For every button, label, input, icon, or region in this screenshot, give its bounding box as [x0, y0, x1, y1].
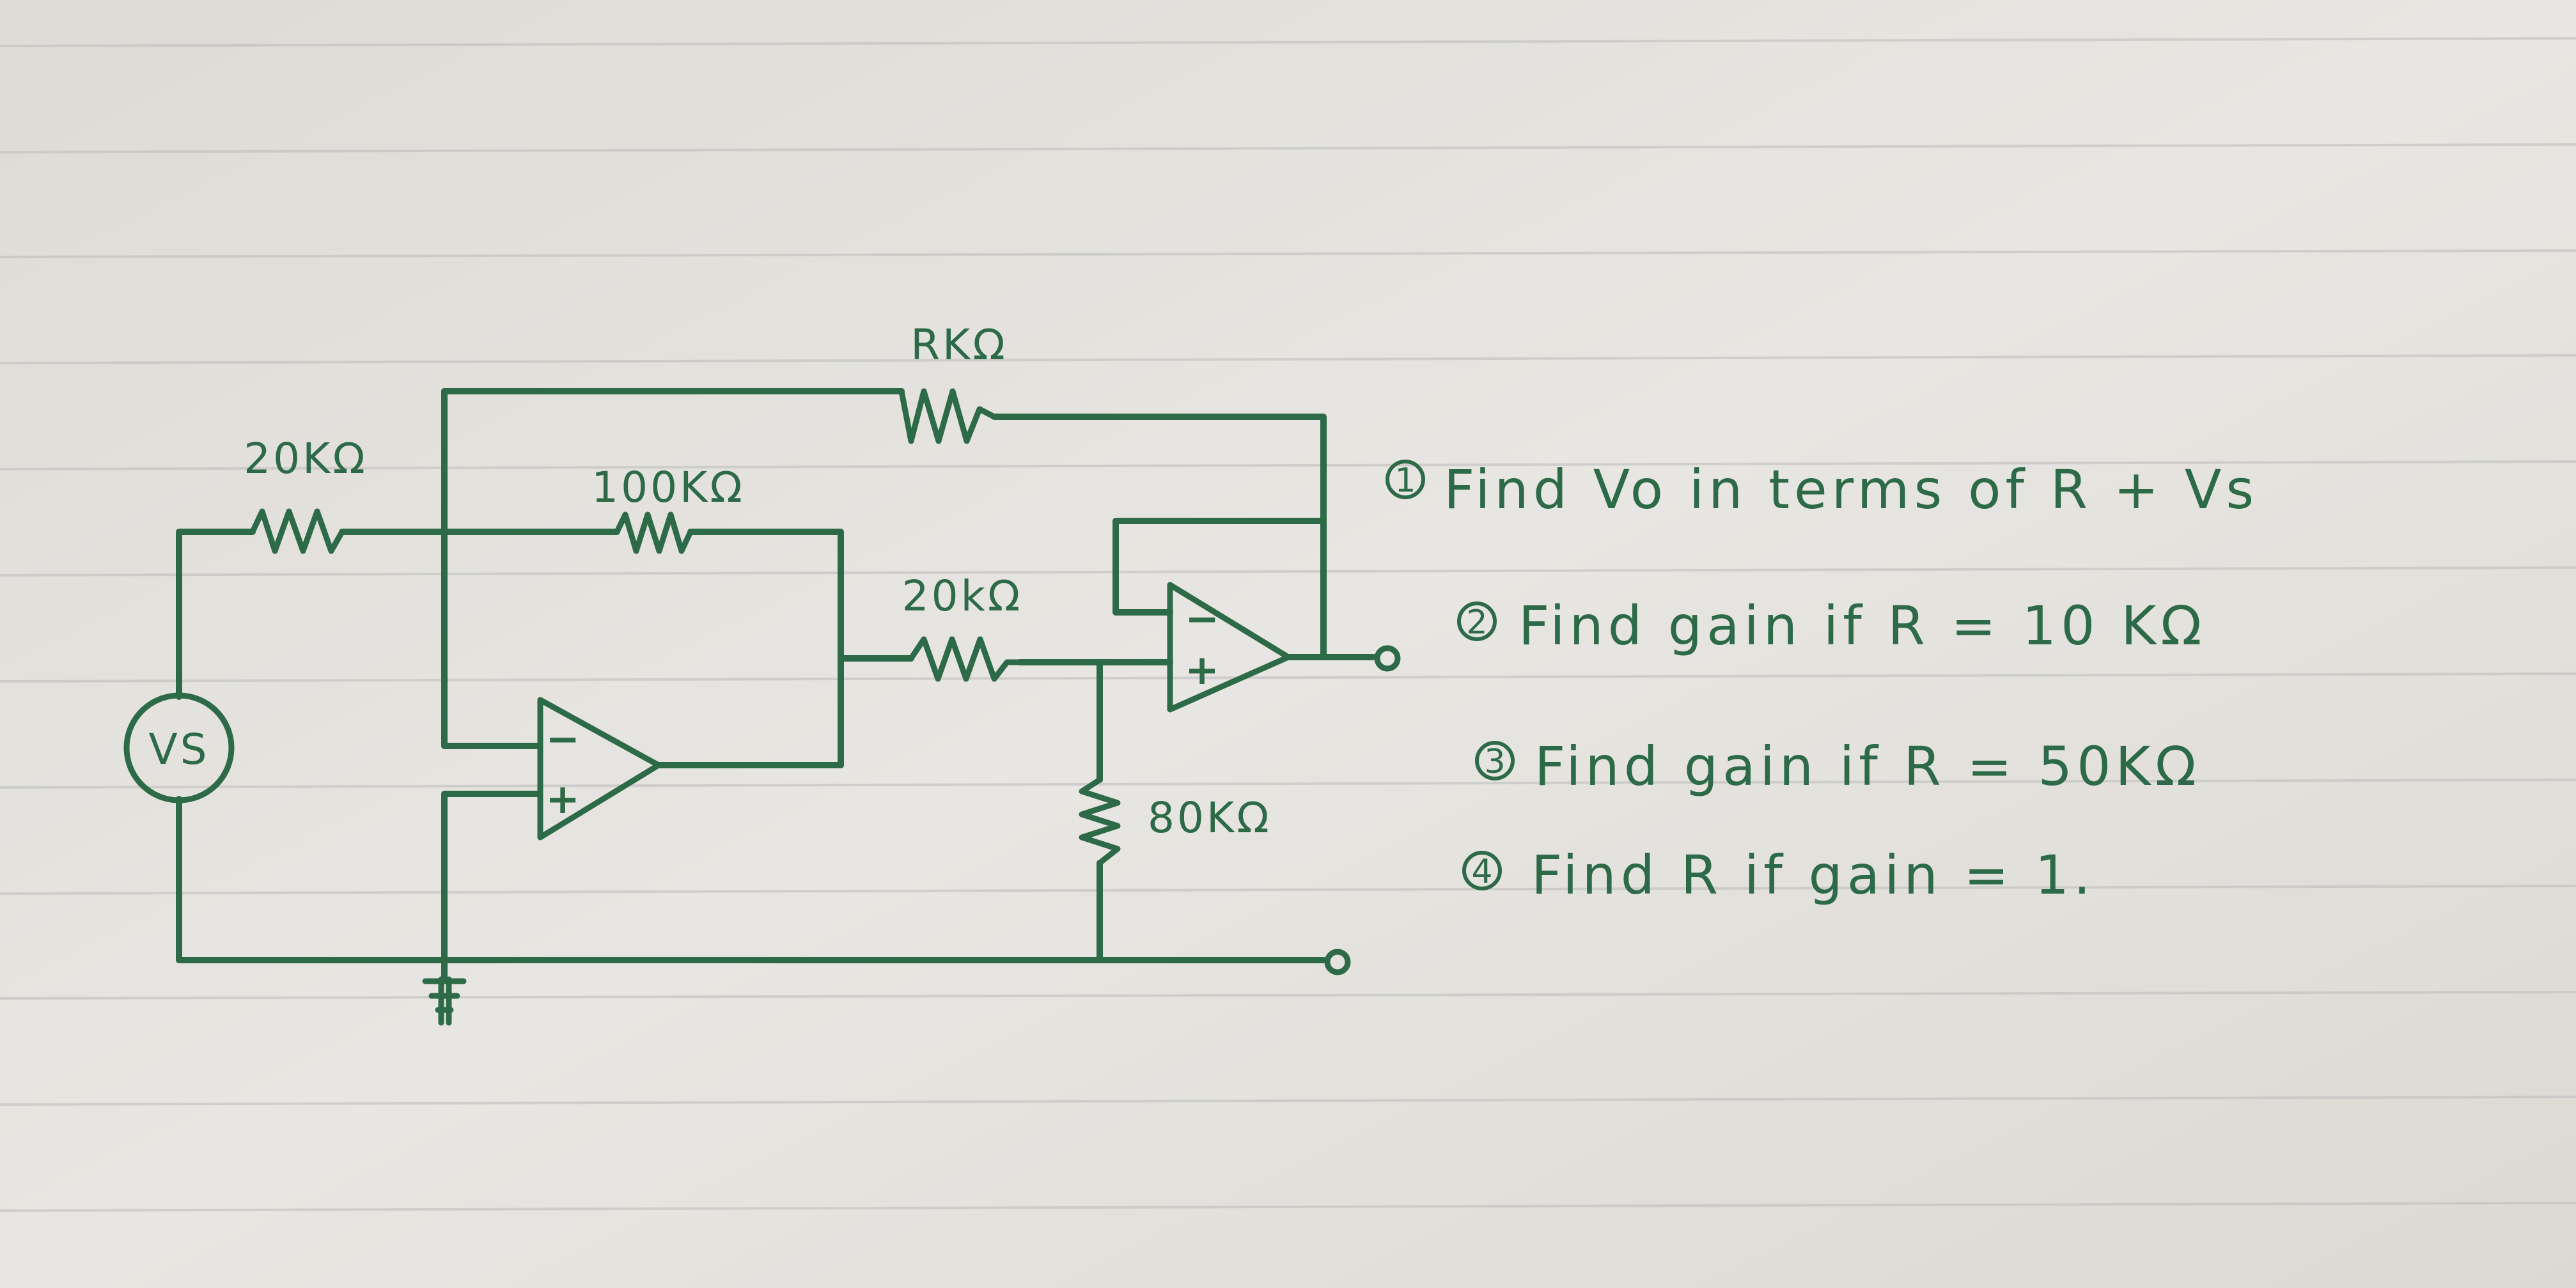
- label-resistor-20k-input: 20KΩ: [244, 434, 368, 483]
- op-amp-1-plus-sign: +: [545, 776, 580, 823]
- question-3-number: 3: [1484, 743, 1505, 781]
- circuit-wires: [176, 388, 1378, 981]
- voltage-source-label: VS: [148, 725, 209, 774]
- op-amp-1-minus-sign: −: [545, 716, 580, 763]
- question-3-text: Find gain if R = 50KΩ: [1534, 735, 2201, 798]
- question-4: 4 Find R if gain = 1.: [1462, 844, 2095, 906]
- ground-symbol: [422, 976, 467, 1026]
- output-terminal-top: [1374, 645, 1401, 672]
- question-3: 3 Find gain if R = 50KΩ: [1475, 735, 2201, 798]
- voltage-source-circle: [123, 692, 235, 803]
- question-1-number: 1: [1394, 462, 1416, 500]
- op-amp-1: [537, 697, 662, 841]
- op-amp-2-minus-sign: −: [1185, 596, 1219, 643]
- question-1-text: Find Vo in terms of R + Vs: [1444, 458, 2258, 521]
- op-amp-2: [1167, 582, 1292, 713]
- op-amp-2-plus-sign: +: [1185, 647, 1219, 694]
- question-2-text: Find gain if R = 10 KΩ: [1518, 594, 2206, 657]
- resistor-80k-shunt: [1079, 777, 1121, 866]
- ruled-lines: [0, 37, 2576, 1212]
- label-resistor-100k: 100KΩ: [591, 463, 745, 512]
- label-resistor-80k-shunt: 80KΩ: [1148, 793, 1272, 842]
- resistor-20k-input: [249, 508, 345, 554]
- output-terminal-bottom: [1324, 949, 1351, 975]
- question-4-number: 4: [1471, 853, 1492, 891]
- label-resistor-20k-series: 20kΩ: [902, 571, 1023, 621]
- question-4-text: Find R if gain = 1.: [1531, 844, 2095, 906]
- resistor-20k-series: [908, 636, 1023, 682]
- question-2: 2 Find gain if R = 10 KΩ: [1457, 594, 2206, 657]
- resistor-r-kohm: [898, 388, 997, 444]
- resistor-100k: [614, 511, 694, 554]
- question-2-number: 2: [1466, 603, 1487, 642]
- label-resistor-r-kohm: RKΩ: [910, 320, 1008, 369]
- question-1: 1 Find Vo in terms of R + Vs: [1386, 458, 2258, 521]
